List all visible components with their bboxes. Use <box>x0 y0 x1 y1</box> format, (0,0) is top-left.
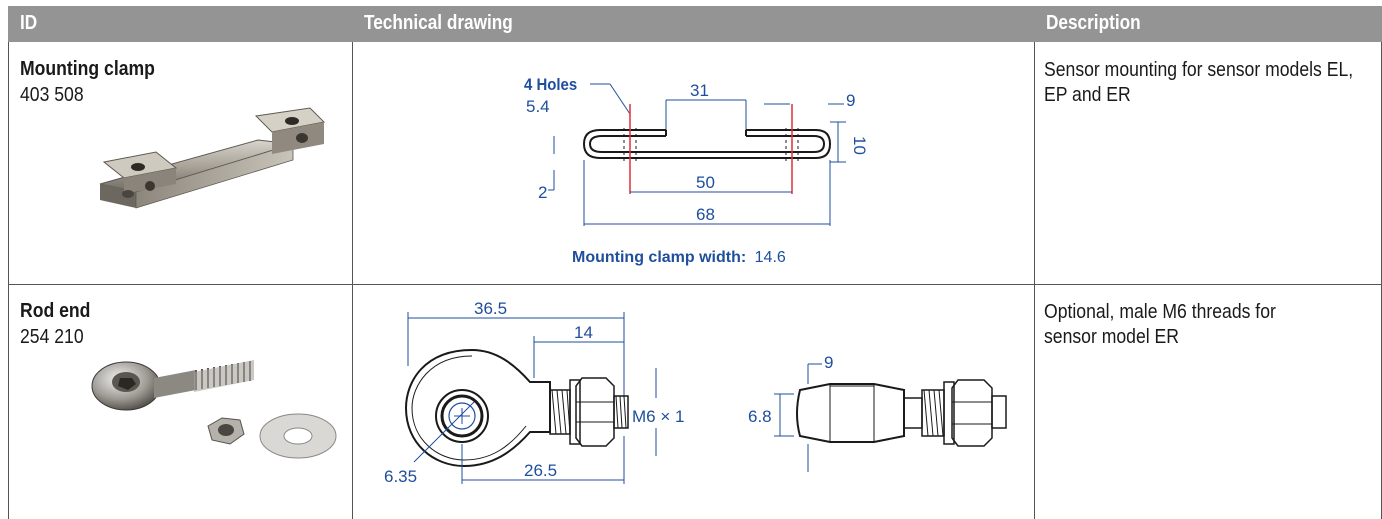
clamp-width-label: Mounting clamp width: 14.6 <box>572 249 786 266</box>
row-rod-end-name: Rod end <box>20 300 91 322</box>
table-header: ID Technical drawing Description <box>8 6 1382 42</box>
holes-label: 4 Holes <box>524 76 577 94</box>
dim-hole-diameter: 5.4 <box>526 97 550 116</box>
dim-26-5: 26.5 <box>524 461 557 480</box>
dim-6-8: 6.8 <box>748 407 772 426</box>
column-divider-1 <box>352 42 353 519</box>
dim-9-side: 9 <box>824 353 833 372</box>
dim-6-35: 6.35 <box>384 467 417 486</box>
mounting-clamp-technical-drawing: 4 Holes 5.4 31 9 10 2 50 <box>524 76 869 266</box>
dim-50: 50 <box>696 173 715 192</box>
row-rod-end-number: 254 210 <box>20 326 84 348</box>
rod-end-photo <box>91 360 337 459</box>
dim-9: 9 <box>846 91 855 110</box>
row-mounting-clamp-name: Mounting clamp <box>20 58 155 80</box>
header-description: Description <box>1046 12 1141 34</box>
dim-36-5: 36.5 <box>474 299 507 318</box>
row-divider <box>8 284 1382 285</box>
row-mounting-clamp-number: 403 508 <box>20 84 84 106</box>
header-id: ID <box>20 12 38 34</box>
dim-10: 10 <box>850 136 869 155</box>
dim-14: 14 <box>574 323 593 342</box>
dim-thread: M6 × 1 <box>632 407 684 426</box>
mounting-clamp-photo <box>99 107 326 209</box>
clamp-width-value: 14.6 <box>755 249 786 266</box>
dim-2: 2 <box>538 183 547 202</box>
clamp-width-caption: Mounting clamp width: <box>572 249 746 266</box>
header-technical-drawing: Technical drawing <box>364 12 513 34</box>
rod-end-technical-drawing: 36.5 14 <box>384 299 1007 486</box>
row-rod-end-description: Optional, male M6 threads for sensor mod… <box>1044 301 1276 348</box>
dim-31: 31 <box>690 81 709 100</box>
column-divider-2 <box>1034 42 1035 519</box>
dim-68: 68 <box>696 205 715 224</box>
row-mounting-clamp-description: Sensor mounting for sensor models EL, EP… <box>1044 59 1354 106</box>
accessories-table: ID Technical drawing Description Mountin… <box>8 6 1382 519</box>
table-border-left <box>8 42 9 519</box>
